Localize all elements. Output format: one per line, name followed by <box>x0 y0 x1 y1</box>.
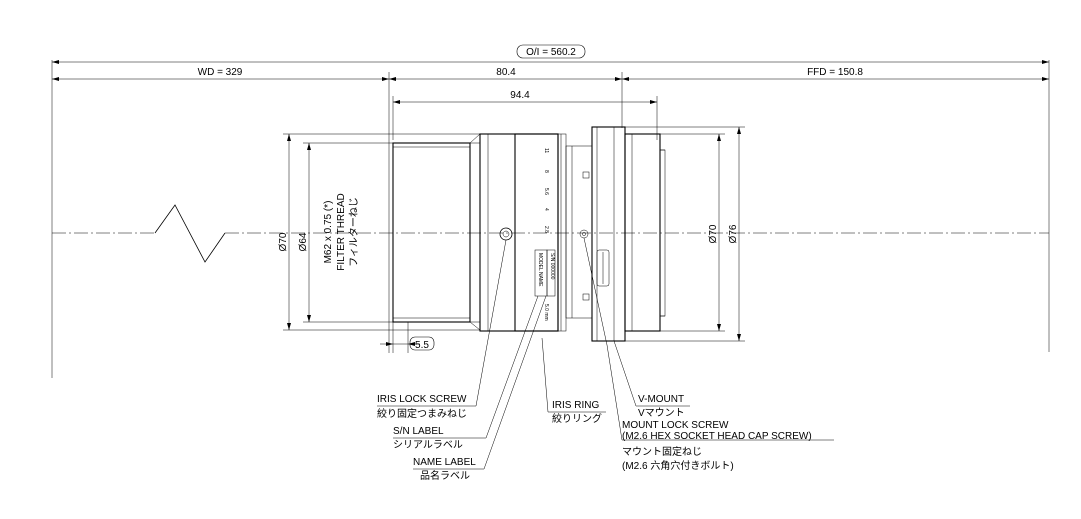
name-label-en: NAME LABEL <box>413 457 476 468</box>
mark-4: 4 <box>543 208 549 211</box>
depth-dimension: 5.5 <box>380 322 435 353</box>
mount-lock-jp1: マウント固定ねじ <box>622 445 702 458</box>
mount-lock-en1: MOUNT LOCK SCREW <box>622 420 729 431</box>
oi-value: O/I = 560.2 <box>526 47 576 58</box>
name-label-text: MODEL NAME <box>537 253 543 287</box>
iris-ring-en: IRIS RING <box>552 400 599 411</box>
flange-value: 80.4 <box>496 67 516 78</box>
front-diameter-70: Ø70 <box>278 133 480 331</box>
mount-lock-en2: (M2.6 HEX SOCKET HEAD CAP SCREW) <box>622 431 812 442</box>
mark-2-8: 2.8 <box>543 226 549 233</box>
callout-iris-lock: IRIS LOCK SCREW 絞り固定つまみねじ <box>377 394 467 420</box>
filter-line2: FILTER THREAD <box>336 193 347 270</box>
mark-11: 11 <box>543 148 549 153</box>
length-value: 94.4 <box>510 90 530 101</box>
oi-dimension: O/I = 560.2 <box>51 44 1050 378</box>
name-label-jp: 品名ラベル <box>420 469 470 482</box>
mount-lock-jp2: (M2.6 六角穴付きボルト) <box>622 459 734 472</box>
mount-diameter-76: Ø76 <box>625 126 745 342</box>
wd-dimension: WD = 329 <box>52 67 389 81</box>
filter-thread-note: M62 x 0.75 (*) FILTER THREAD フィルターねじ <box>323 193 360 270</box>
front-d70-value: Ø70 <box>278 232 289 251</box>
callout-iris-ring: IRIS RING 絞りリング <box>552 400 602 425</box>
v-mount-jp: Vマウント <box>638 407 685 419</box>
ffd-dimension: FFD = 150.8 <box>622 67 1049 81</box>
filter-line1: M62 x 0.75 (*) <box>323 201 334 264</box>
mark-5-6: 5.6 <box>543 188 549 195</box>
callout-sn-label: S/N LABEL シリアルラベル <box>393 426 463 451</box>
sn-label-jp: シリアルラベル <box>393 439 463 451</box>
v-mount-en: V-MOUNT <box>638 394 684 405</box>
mount-d70-value: Ø70 <box>708 224 719 243</box>
wd-value: WD = 329 <box>198 67 243 78</box>
depth-value: 5.5 <box>415 340 429 351</box>
mount-d76-value: Ø76 <box>728 224 739 243</box>
filter-line3: フィルターねじ <box>348 197 360 267</box>
callout-v-mount: V-MOUNT Vマウント <box>638 394 685 419</box>
flange-dimension: 80.4 <box>389 67 622 81</box>
leader-lines <box>377 237 834 470</box>
iris-lock-en: IRIS LOCK SCREW <box>377 394 467 405</box>
sn-label-en: S/N LABEL <box>393 426 444 437</box>
iris-lock-jp: 絞り固定つまみねじ <box>377 407 467 420</box>
optical-axis <box>52 204 1049 263</box>
iris-ring-jp: 絞りリング <box>552 412 602 425</box>
mount-diameter-70: Ø70 <box>660 133 725 332</box>
aperture-scale: 11 8 5.6 4 2.8 MODEL NAME S/N 000000 5.0… <box>537 148 555 321</box>
mark-8: 8 <box>543 170 549 173</box>
length-dimension: 94.4 <box>392 90 658 140</box>
lens-body <box>392 126 666 342</box>
callout-mount-lock: MOUNT LOCK SCREW (M2.6 HEX SOCKET HEAD C… <box>622 420 812 472</box>
ffd-value: FFD = 150.8 <box>807 67 863 78</box>
focal-text: 5.0 mm <box>543 304 549 321</box>
serial-label-text: S/N 000000 <box>549 253 555 280</box>
callout-name-label: NAME LABEL 品名ラベル <box>413 457 476 482</box>
front-d64-value: Ø64 <box>298 232 309 251</box>
